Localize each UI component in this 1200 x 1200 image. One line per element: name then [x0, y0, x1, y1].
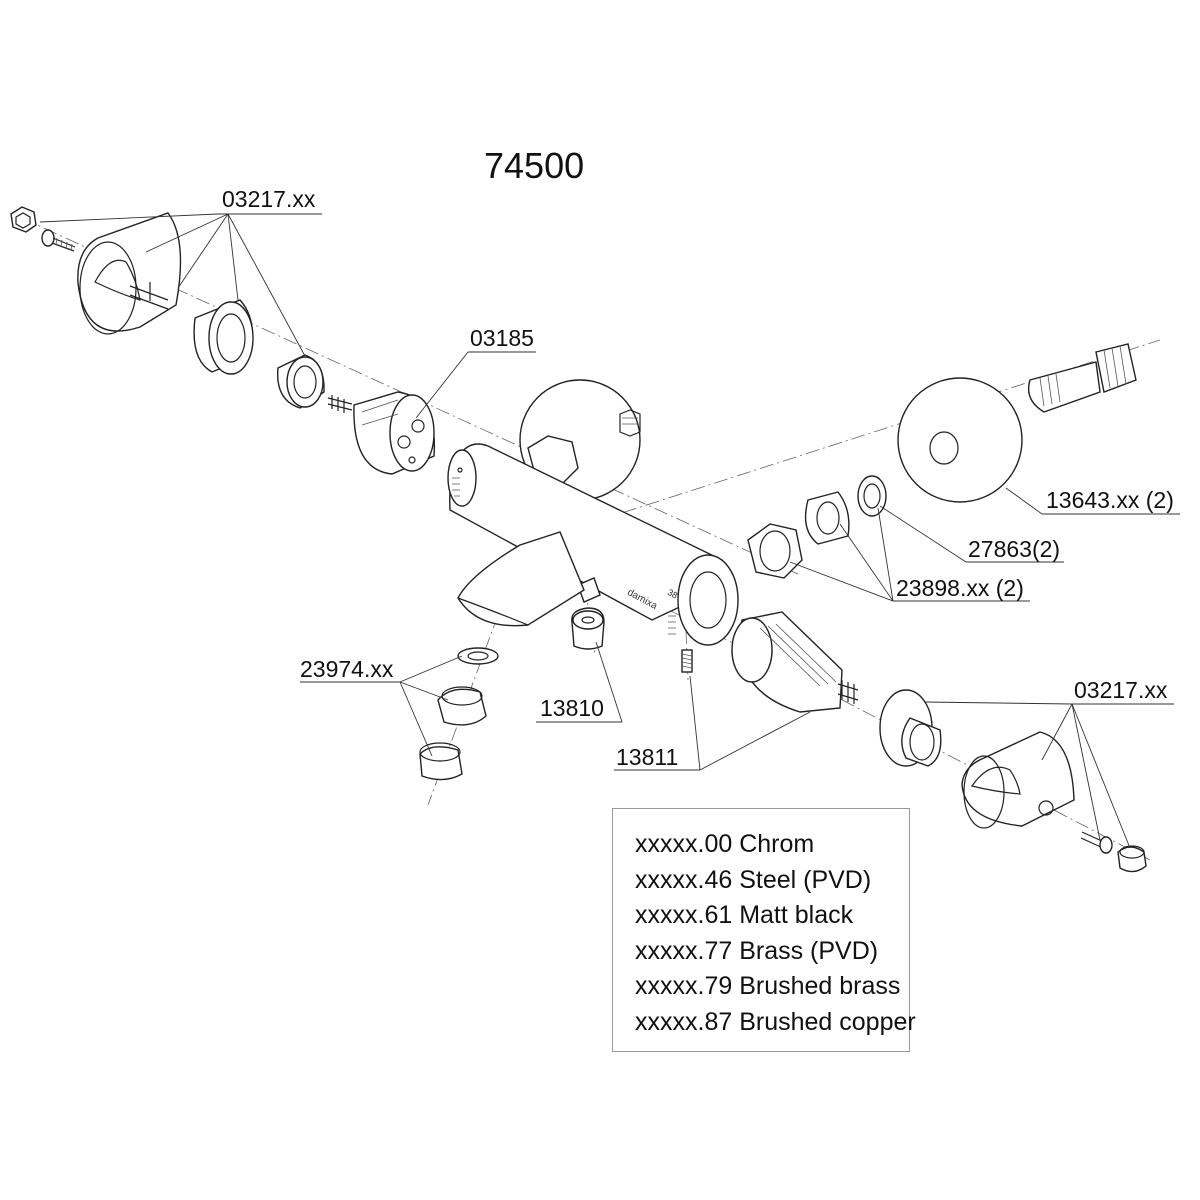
label-aerator: 23974.xx — [300, 656, 394, 682]
aerator-housing-icon — [419, 742, 463, 781]
aerator-washer-icon — [457, 647, 499, 665]
insert-13810-icon — [571, 607, 605, 650]
eccentric-connector-icon — [1027, 343, 1137, 413]
label-part-13810: 13810 — [540, 695, 604, 721]
legend-item: xxxxx.46 Steel (PVD) — [635, 865, 872, 894]
valve-body-icon — [447, 379, 739, 646]
label-filter: 27863(2) — [968, 536, 1061, 562]
handle-cap-left-icon — [10, 206, 37, 233]
label-handle-left: 03217.xx — [222, 186, 316, 212]
legend-item: xxxxx.87 Brushed copper — [635, 1007, 916, 1036]
thermo-cartridge-icon — [731, 611, 859, 713]
label-part-13811: 13811 — [616, 744, 679, 770]
filter-ring-icon — [857, 475, 887, 517]
hex-nut-right-icon — [747, 523, 803, 579]
sleeve-ring-left-icon — [193, 299, 254, 375]
cartridge-icon — [327, 391, 436, 475]
adapter-ring-left-icon — [276, 354, 325, 409]
finish-legend: xxxxx.00 Chrom xxxxx.46 Steel (PVD) xxxx… — [612, 808, 916, 1052]
legend-item: xxxxx.00 Chrom — [635, 830, 815, 858]
label-connector: 23898.xx (2) — [896, 575, 1024, 601]
handle-knob-left-icon — [77, 212, 182, 335]
aerator-insert-icon — [437, 686, 487, 726]
legend-item: xxxxx.77 Brass (PVD) — [635, 936, 879, 965]
sleeve-ring-right-icon — [879, 689, 942, 767]
handle-cap-right-icon — [1117, 845, 1147, 873]
legend-item: xxxxx.61 Matt black — [635, 901, 854, 929]
spring-13811-icon — [681, 649, 693, 673]
model-number-title: 74500 — [484, 145, 585, 186]
label-wall-cover: 13643.xx (2) — [1046, 487, 1174, 513]
screw-left-icon — [41, 229, 76, 252]
connector-fitting-icon — [804, 491, 850, 545]
leader-lines — [39, 213, 1180, 849]
label-cartridge: 03185 — [470, 325, 534, 351]
legend-item: xxxxx.79 Brushed brass — [635, 972, 901, 1000]
wall-cover-disc-icon — [897, 377, 1023, 503]
label-handle-right: 03217.xx — [1074, 677, 1168, 703]
screw-right-icon — [1080, 831, 1113, 854]
handle-knob-right-icon — [961, 731, 1075, 829]
